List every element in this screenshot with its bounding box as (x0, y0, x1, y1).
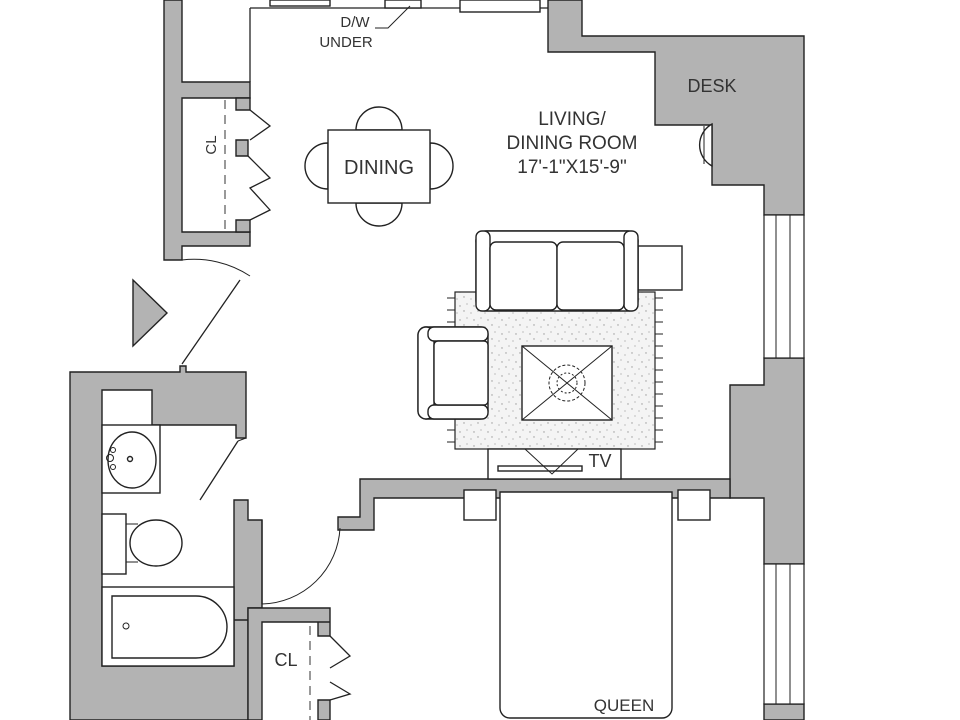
dining-chair-bottom (355, 202, 403, 227)
entry (132, 258, 251, 365)
dw-leader (375, 5, 411, 29)
closet-upper: CL (203, 100, 272, 230)
plant-icon (548, 364, 586, 402)
entry-arrow-icon (132, 278, 169, 348)
tv-stand: TV (487, 448, 622, 480)
armchair (417, 326, 489, 420)
wall-right-bottom (763, 703, 805, 720)
bed-frame (499, 491, 673, 719)
nightstand-left (463, 489, 497, 521)
toilet-tank (101, 513, 127, 575)
rug-fringe-right (655, 297, 663, 443)
wall-closet-divider (235, 97, 251, 233)
window-bedroom (763, 563, 805, 705)
desk-label: DESK (687, 76, 736, 96)
living-set: TV (417, 230, 683, 480)
stove (269, 0, 331, 7)
bedroom-door (261, 520, 341, 605)
closet-lower-label: CL (274, 650, 297, 670)
dining-chair-right (429, 142, 454, 190)
wall-right-pier (729, 357, 805, 565)
closet-lower-bifold-door (329, 635, 352, 701)
coffee-table (521, 345, 613, 421)
drain-icon (122, 622, 130, 630)
dining-chair-left (304, 142, 329, 190)
desk-area: DESK (687, 76, 737, 168)
wall-kitchen-right (547, 0, 805, 216)
bathroom (101, 424, 247, 667)
dining-table (327, 129, 431, 204)
room-name-line2: DINING ROOM (507, 133, 638, 154)
faucet-icon (106, 454, 114, 462)
sofa (475, 230, 639, 312)
windows (763, 214, 805, 705)
bath-door (199, 440, 239, 501)
bed-label: QUEEN (594, 696, 654, 715)
desk-chair (698, 122, 713, 168)
nightstand-right (677, 489, 711, 521)
closet-upper-bifold-door (247, 109, 272, 221)
tv-label: TV (588, 451, 611, 471)
kitchen-counter: D/W UNDER (249, 0, 548, 82)
room-label: LIVING/ DINING ROOM 17'-1"X15'-9" (507, 109, 638, 178)
dining-chair-top (355, 106, 403, 131)
queen-bed: QUEEN (463, 489, 711, 719)
closet-lower: CL (274, 626, 352, 720)
room-dimensions: 17'-1"X15'-9" (517, 157, 626, 178)
entry-door (181, 279, 241, 365)
refrigerator (459, 0, 541, 13)
room-name-line1: LIVING/ (538, 109, 606, 130)
entry-door-swing (181, 258, 251, 277)
side-table (637, 245, 683, 291)
dw-under-label: UNDER (319, 34, 373, 51)
bath-door-swing (237, 437, 247, 442)
window-living (763, 214, 805, 359)
sink (384, 0, 422, 9)
closet-upper-label: CL (203, 135, 220, 154)
wall-bath-right (233, 499, 263, 621)
bathtub-basin (111, 595, 228, 659)
dw-label: D/W (340, 14, 370, 31)
dining-set: DINING (304, 106, 454, 227)
dining-label: DINING (344, 157, 414, 179)
toilet-bowl (129, 519, 183, 567)
